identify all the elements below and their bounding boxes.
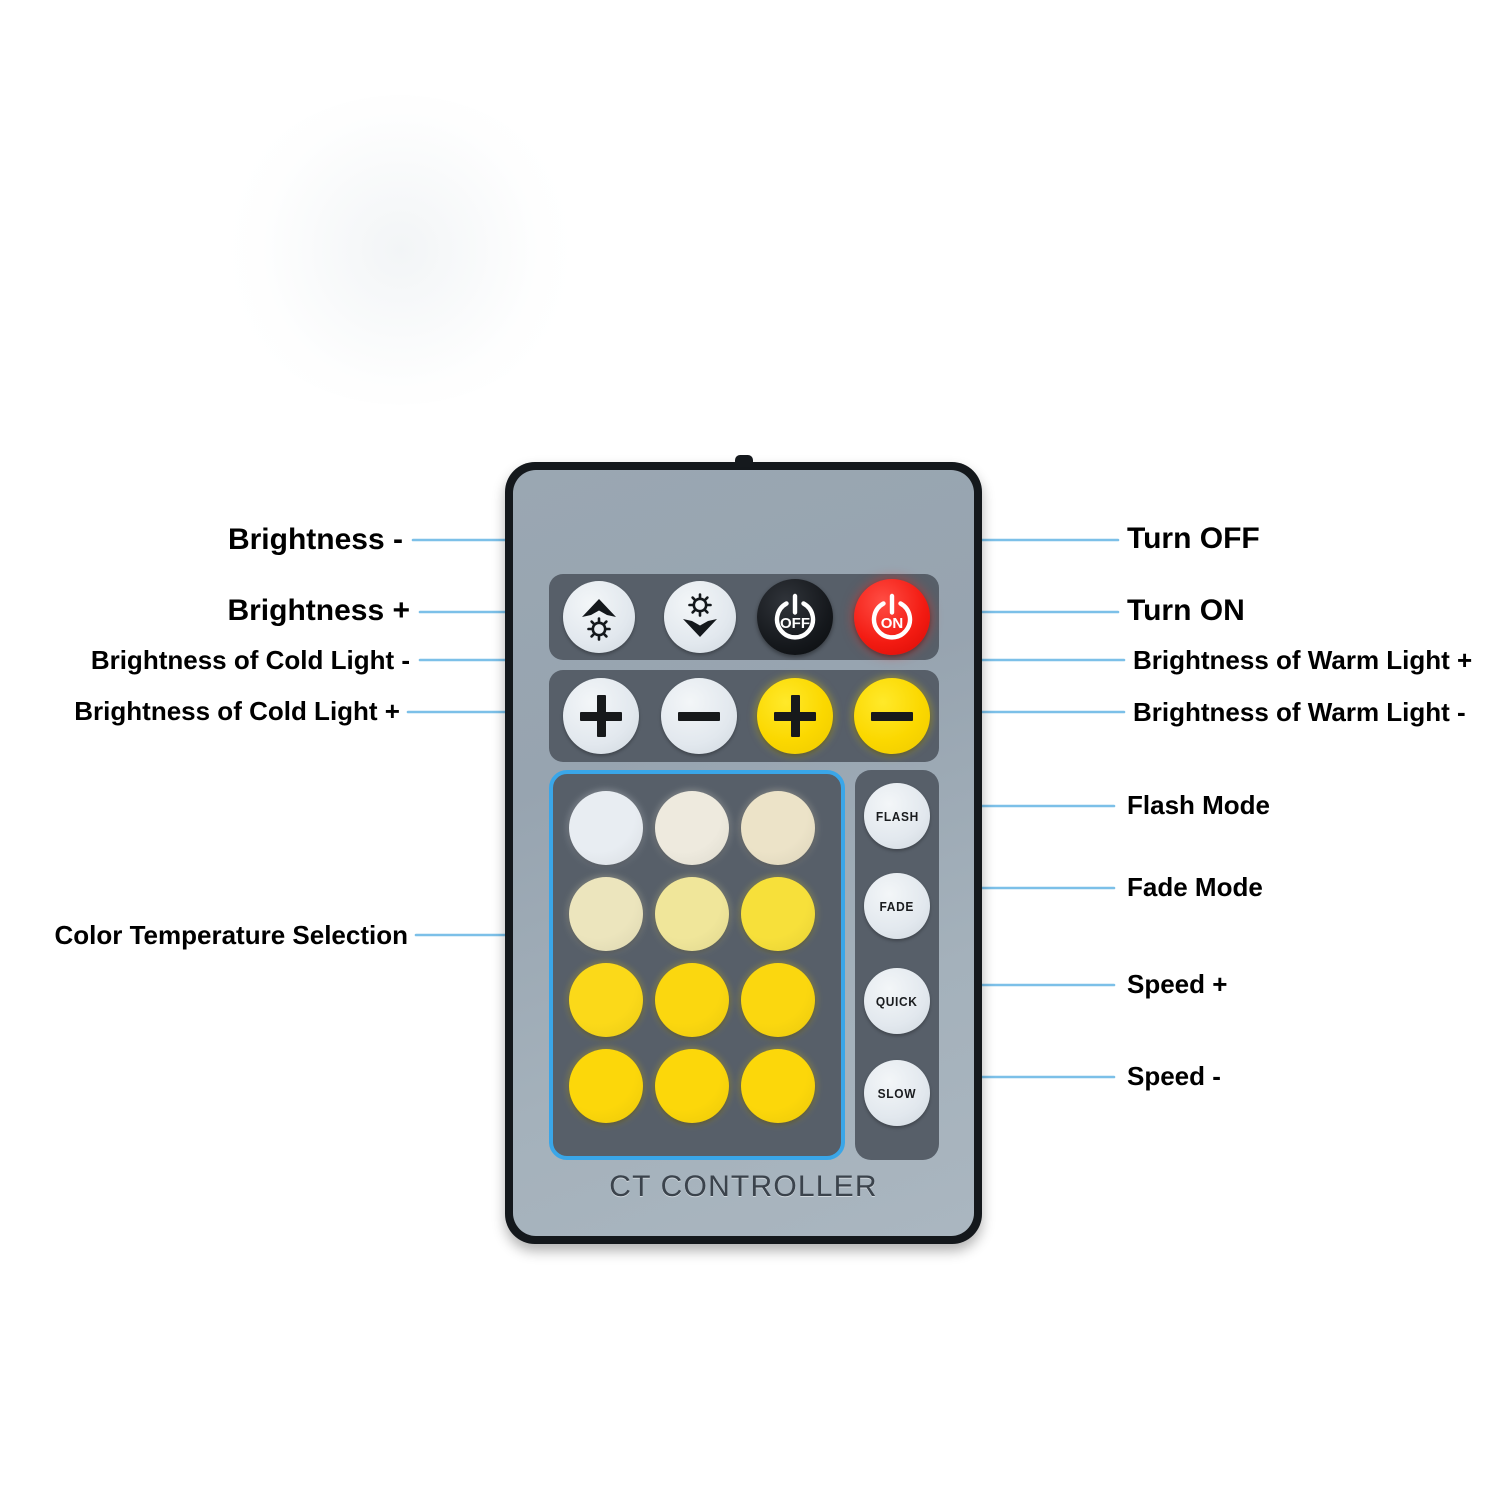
background-watermark [220,95,580,405]
mode-buttons-panel: FLASH FADE QUICK SLOW [855,770,939,1160]
brightness-down-button[interactable] [664,581,736,653]
power-icon: ON [871,593,913,640]
ir-emitter-nub [734,455,753,467]
remote-control-device: OFF ON [505,455,982,1244]
plus-icon [757,678,833,754]
color-temperature-swatch[interactable] [741,1049,815,1123]
power-on-button[interactable]: ON [854,579,930,655]
quick-button[interactable]: QUICK [864,968,930,1034]
annotation-cold-plus: Brightness of Cold Light + [74,696,400,726]
annotation-warm-minus: Brightness of Warm Light - [1133,697,1466,727]
brand-label: CT CONTROLLER [609,1170,878,1203]
annotation-power-off: Turn OFF [1127,522,1260,555]
plus-icon [563,678,639,754]
color-temperature-swatch[interactable] [655,963,729,1037]
power-row-panel: OFF ON [549,574,939,660]
plus-minus-row-panel [549,670,939,762]
cold-plus-button[interactable] [563,678,639,754]
color-temperature-swatch[interactable] [655,1049,729,1123]
color-temperature-swatch[interactable] [741,877,815,951]
annotation-cold-minus: Brightness of Cold Light - [90,645,410,675]
color-temperature-swatch[interactable] [655,791,729,865]
color-temperature-swatch[interactable] [741,963,815,1037]
power-icon: OFF [774,593,816,640]
annotation-warm-plus: Brightness of Warm Light + [1133,645,1473,675]
annotation-quick: Speed + [1127,969,1228,999]
power-on-label: ON [881,615,904,632]
color-temperature-swatch[interactable] [569,791,643,865]
minus-icon [661,678,737,754]
remote-faceplate: OFF ON [513,470,974,1236]
warm-minus-button[interactable] [854,678,930,754]
color-temperature-swatch[interactable] [569,963,643,1037]
flash-button[interactable]: FLASH [864,783,930,849]
annotation-slow: Speed - [1127,1061,1221,1091]
quick-button-label: QUICK [876,993,918,1009]
color-temperature-swatch[interactable] [569,1049,643,1123]
color-temperature-swatch[interactable] [655,877,729,951]
flash-button-label: FLASH [875,808,919,824]
fade-button-label: FADE [879,898,915,914]
power-off-button[interactable]: OFF [757,579,833,655]
annotation-fade: Fade Mode [1127,872,1263,902]
color-temperature-swatch[interactable] [569,877,643,951]
fade-button[interactable]: FADE [864,873,930,939]
annotation-brightness-down: Brightness - [227,523,403,556]
warm-plus-button[interactable] [757,678,833,754]
annotation-power-on: Turn ON [1127,594,1245,627]
annotation-flash: Flash Mode [1127,790,1271,820]
color-temperature-grid[interactable] [549,770,845,1160]
slow-button[interactable]: SLOW [864,1060,930,1126]
chevron-up-sun-icon [582,599,616,641]
color-temperature-swatch[interactable] [741,791,815,865]
brightness-up-button[interactable] [563,581,635,653]
slow-button-label: SLOW [877,1085,917,1101]
sun-chevron-down-icon [683,593,717,637]
annotation-brightness-up: Brightness + [227,594,410,627]
annotation-color-temperature: Color Temperature Selection [54,920,409,950]
power-off-label: OFF [780,615,810,632]
minus-icon [854,678,930,754]
cold-minus-button[interactable] [661,678,737,754]
